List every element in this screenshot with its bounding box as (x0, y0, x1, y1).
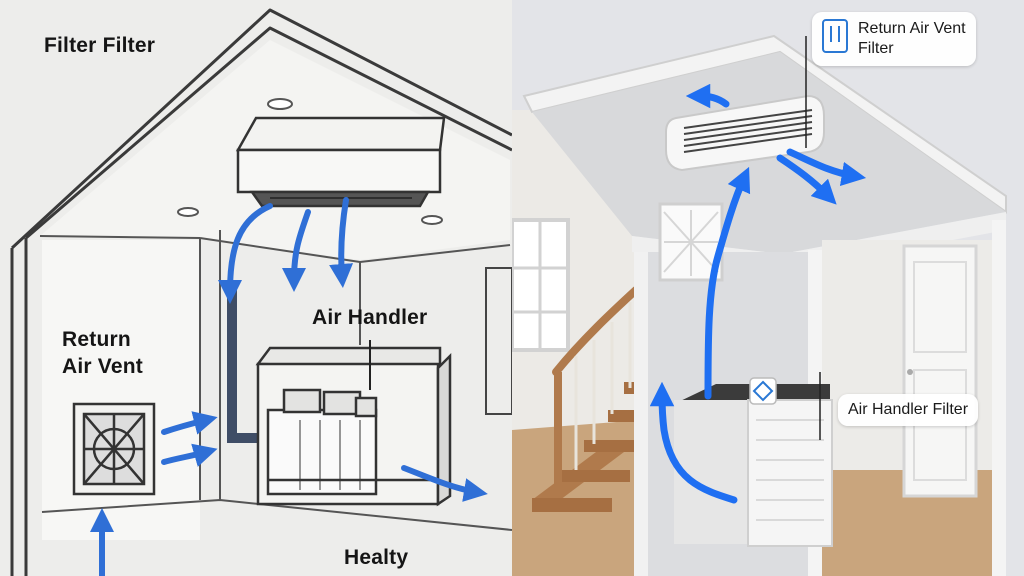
air-handler-label: Air Handler (312, 306, 428, 329)
return-air-vent-label: Return Air Vent (62, 328, 143, 378)
air-handler-filter-label: Air Handler Filter (848, 401, 969, 418)
return-air-vent-filter-label: Return Air Vent Filter (858, 20, 966, 57)
ceiling-light (177, 207, 199, 217)
right-render-panel: Return Air Vent Filter Air Handler Filte… (512, 0, 1024, 576)
return-air-vent (72, 402, 156, 496)
return-air-vent-filter-callout: Return Air Vent Filter (812, 12, 976, 66)
ceiling-light (267, 98, 293, 110)
air-handler-unit (674, 377, 833, 547)
air-handler-filter-callout: Air Handler Filter (838, 394, 979, 426)
left-sketch-panel: Filter Filter Return Air Vent Air Handle… (0, 0, 512, 576)
air-handler (255, 346, 452, 507)
airflow-arrows-left (90, 197, 488, 576)
interior-door (902, 244, 978, 498)
duct (227, 281, 267, 443)
sketch-drawing (10, 8, 512, 576)
ceiling-air-unit (235, 116, 446, 208)
ceiling-light (421, 215, 443, 225)
room-window (512, 218, 570, 352)
wall-air-unit (665, 94, 825, 172)
filter-badge-icon (749, 377, 777, 405)
staircase (532, 286, 664, 512)
filter-icon (822, 19, 848, 53)
render-drawing (512, 0, 1024, 576)
window (485, 267, 512, 415)
healthy-label: Healty (344, 546, 409, 569)
diagram-title: Filter Filter (44, 34, 156, 57)
house-outline (10, 8, 512, 576)
airflow-arrows-right (649, 83, 867, 504)
